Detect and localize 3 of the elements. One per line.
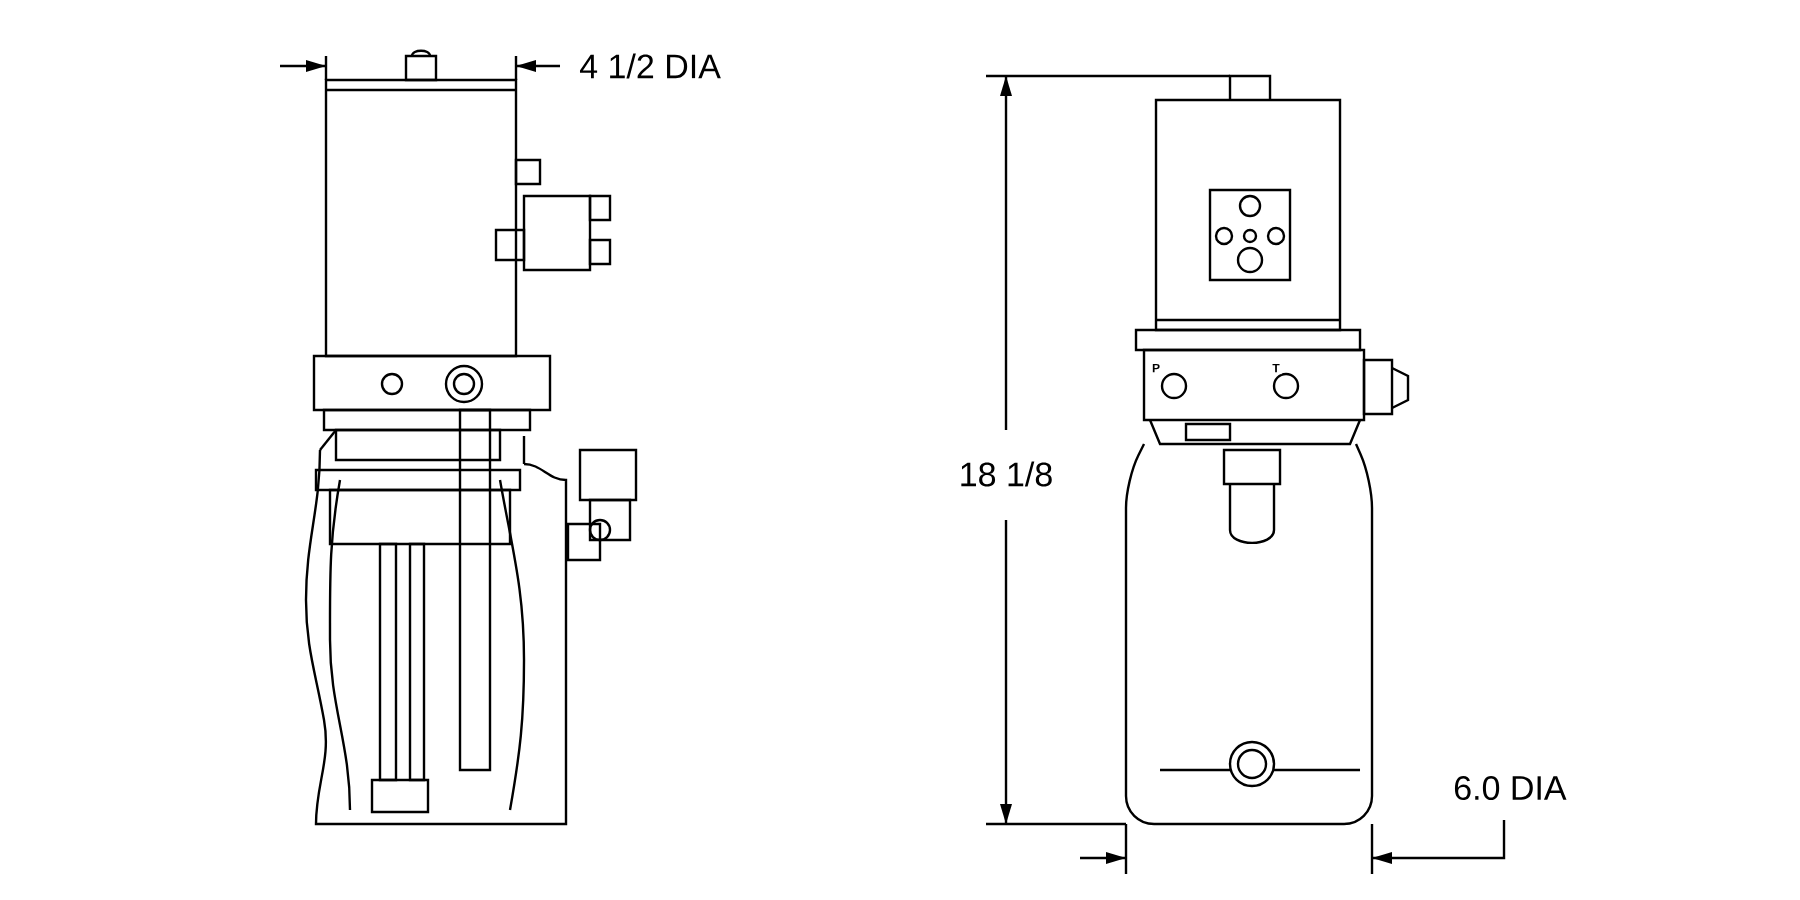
dimension-label: 6.0 DIA xyxy=(1451,774,1569,803)
dimension-label: 4 1/2 DIA xyxy=(577,51,723,81)
dimension-label: 18 1/8 xyxy=(956,459,1056,489)
